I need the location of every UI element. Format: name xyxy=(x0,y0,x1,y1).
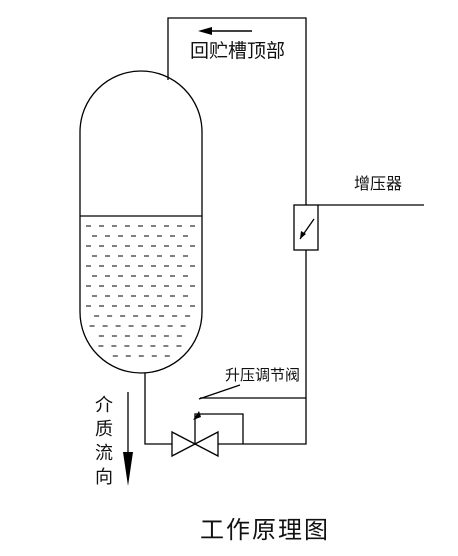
return-pipe xyxy=(167,17,307,205)
booster-box xyxy=(293,204,319,251)
valve-pointer-head xyxy=(193,411,201,420)
booster-outlet-pipe xyxy=(218,250,307,445)
return-arrow-head xyxy=(198,27,212,35)
flow-direction-label: 介质流向 xyxy=(92,395,113,491)
flow-arrow-head xyxy=(123,452,133,486)
valve-leader-line xyxy=(198,384,241,400)
regulating-valve xyxy=(171,430,219,458)
valve-label: 升压调节阀 xyxy=(225,366,301,384)
liquid-fill xyxy=(86,225,195,357)
diagram-title: 工作原理图 xyxy=(200,516,330,544)
booster-arrow-head xyxy=(300,231,306,239)
storage-tank xyxy=(79,70,203,374)
booster-label: 增压器 xyxy=(354,174,403,193)
return-to-top-label: 回贮槽顶部 xyxy=(190,40,286,62)
tank-outlet-pipe xyxy=(144,373,172,445)
valve-actuator-box xyxy=(194,413,244,444)
